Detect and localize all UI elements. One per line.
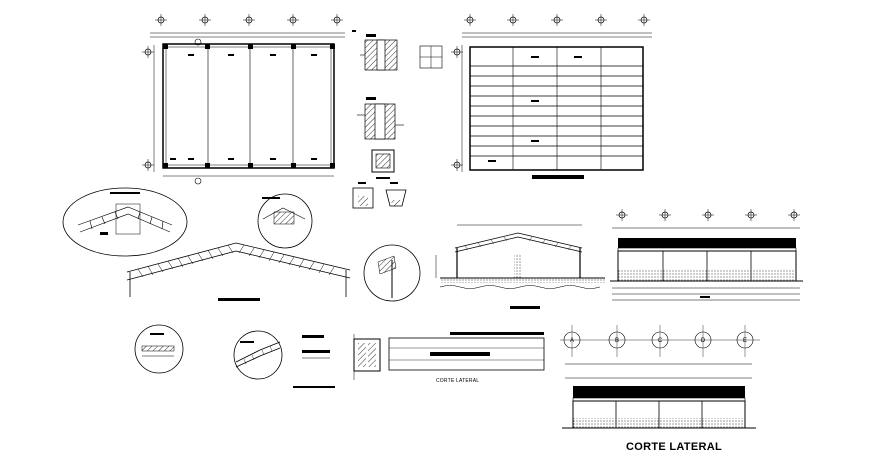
small-detail-bubbles	[134, 324, 283, 380]
beam-section-detail	[293, 334, 381, 388]
axis-d-label: D	[701, 338, 706, 344]
floor-plan-columns	[141, 13, 345, 185]
building-section	[435, 224, 605, 309]
plan1-grid-bubbles-left	[141, 45, 155, 172]
grid-axis-letters: A B C D E	[570, 338, 747, 344]
column-base-details	[352, 30, 443, 209]
truss-elevation	[62, 187, 421, 302]
axis-a-label: A	[570, 338, 574, 344]
axis-b-label: B	[615, 338, 619, 344]
lateral-elevation-lower	[560, 325, 760, 429]
plan1-grid-bubbles-top	[150, 13, 345, 38]
axis-c-label: C	[658, 338, 663, 344]
axis-e-label: E	[743, 338, 747, 344]
lateral-elevation-upper	[610, 208, 803, 301]
corte-lateral-title: CORTE LATERAL	[626, 441, 722, 453]
lateral-strip-section	[388, 332, 545, 371]
corte-lateral-small-label: CORTE LATERAL	[436, 378, 480, 384]
roof-plan	[450, 13, 652, 179]
